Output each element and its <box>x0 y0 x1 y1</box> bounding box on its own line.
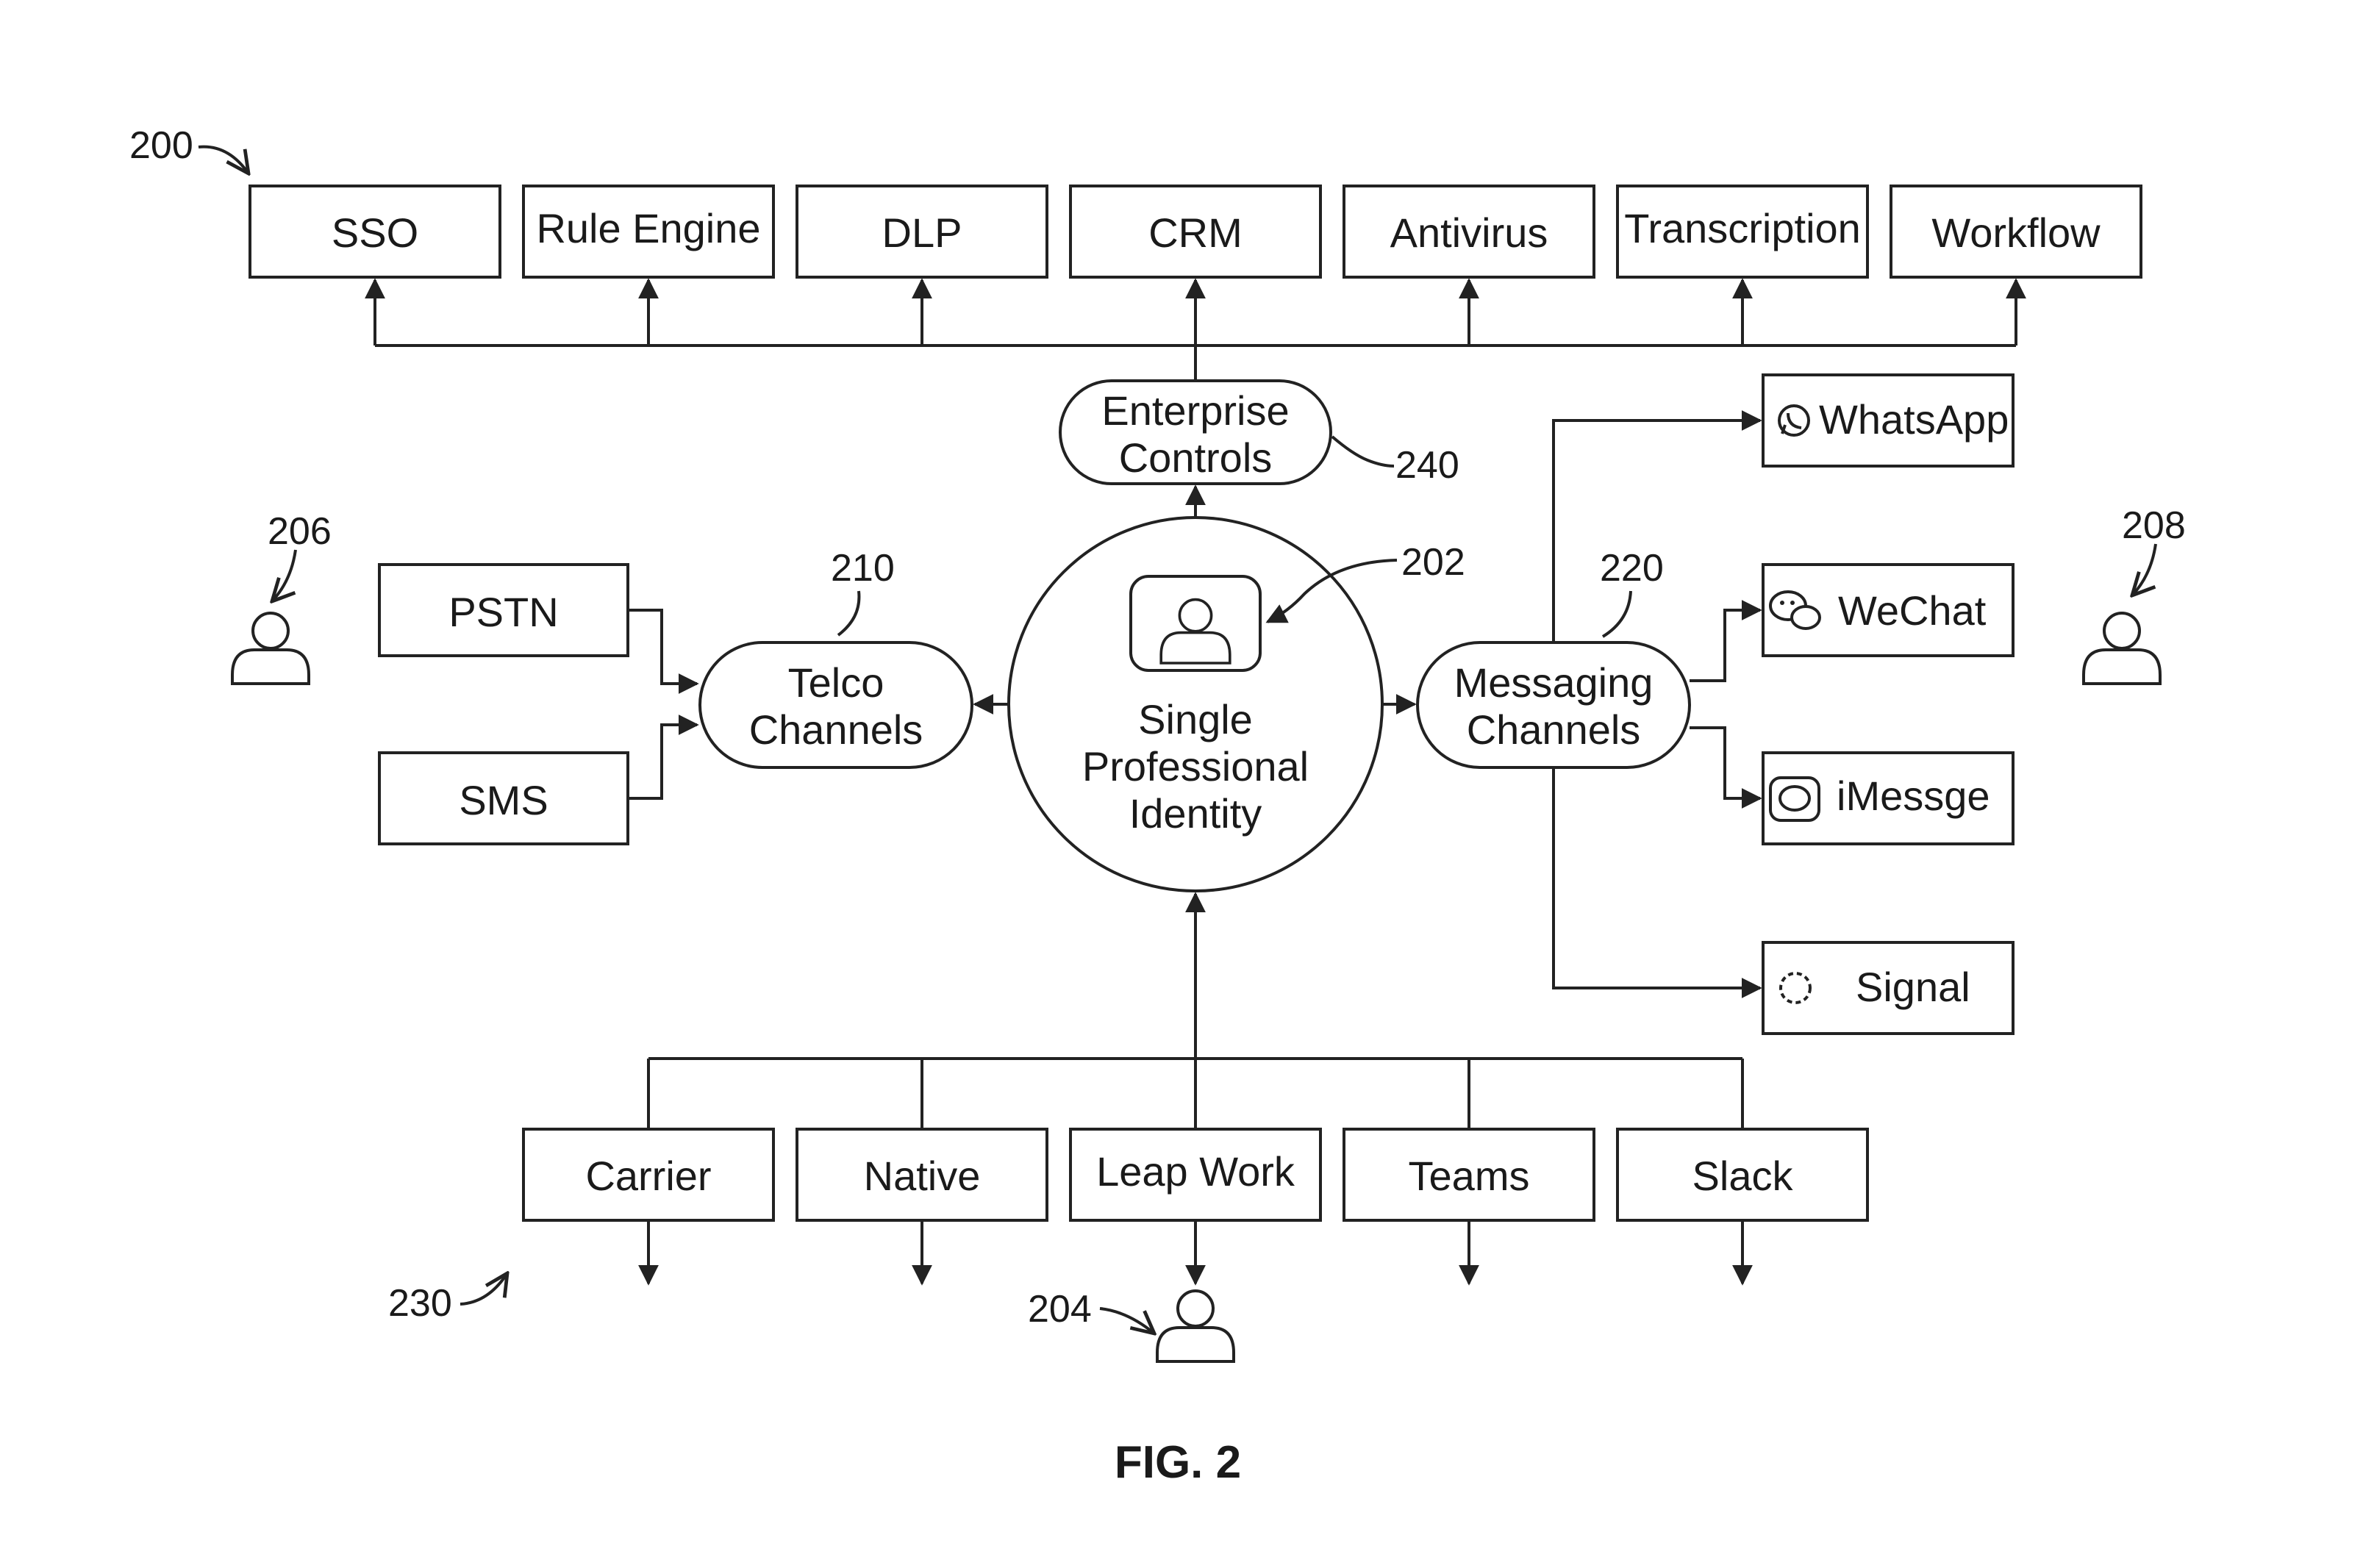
enterprise-tools-row: SSO Rule Engine DLP CRM Antivirus Transc… <box>249 185 2142 279</box>
svg-text:Single: Single <box>1138 696 1253 742</box>
app-box-wechat[interactable]: WeChat <box>1762 563 2015 657</box>
enterprise-bus <box>365 278 2026 381</box>
figure-caption: FIG. 2 <box>1115 1437 1241 1488</box>
user-206-icon <box>231 612 310 685</box>
svg-text:WhatsApp: WhatsApp <box>1819 396 2009 443</box>
app-box-whatsapp[interactable]: WhatsApp <box>1762 373 2015 468</box>
svg-text:Telco: Telco <box>788 659 884 706</box>
single-professional-identity-node[interactable]: Single Professional Identity <box>1007 516 1384 892</box>
platform-box-slack[interactable]: Slack <box>1616 1128 1869 1222</box>
user-208-icon <box>2082 612 2162 685</box>
svg-text:WeChat: WeChat <box>1838 587 1987 634</box>
user-204-icon <box>1156 1289 1235 1363</box>
ref-240: 240 <box>1395 444 1459 487</box>
whatsapp-icon <box>1778 404 1810 437</box>
tool-box-dlp[interactable]: DLP <box>796 185 1048 279</box>
platform-down-arrows <box>638 1222 1753 1286</box>
svg-text:Leap Work: Leap Work <box>1096 1148 1295 1195</box>
telco-channels-node[interactable]: Telco Channels <box>698 641 973 769</box>
svg-text:Signal: Signal <box>1856 964 1970 1010</box>
svg-text:Antivirus: Antivirus <box>1390 210 1548 256</box>
svg-text:SMS: SMS <box>459 777 548 823</box>
imessage-icon <box>1769 776 1820 822</box>
platform-box-leap-work[interactable]: Leap Work <box>1069 1128 1322 1222</box>
svg-text:Professional: Professional <box>1082 743 1309 790</box>
svg-text:Channels: Channels <box>749 706 923 753</box>
input-box-sms[interactable]: SMS <box>378 751 629 845</box>
signal-icon <box>1779 972 1812 1004</box>
tool-box-antivirus[interactable]: Antivirus <box>1343 185 1595 279</box>
platform-box-native[interactable]: Native <box>796 1128 1048 1222</box>
svg-text:Transcription: Transcription <box>1624 205 1861 251</box>
ref-230: 230 <box>388 1282 452 1325</box>
ref-204: 204 <box>1028 1288 1092 1331</box>
svg-text:Native: Native <box>864 1153 981 1199</box>
app-box-imessage[interactable]: iMessge <box>1762 751 2015 845</box>
tool-box-transcription[interactable]: Transcription <box>1616 185 1869 279</box>
svg-text:PSTN: PSTN <box>448 589 558 635</box>
ref-208: 208 <box>2122 504 2186 547</box>
svg-text:CRM: CRM <box>1148 210 1243 256</box>
svg-text:Channels: Channels <box>1467 706 1641 753</box>
ref-220: 220 <box>1600 547 1664 590</box>
svg-text:Identity: Identity <box>1129 790 1262 837</box>
svg-text:iMessge: iMessge <box>1837 773 1990 819</box>
messaging-channels-node[interactable]: Messaging Channels <box>1416 641 1691 769</box>
enterprise-controls-node[interactable]: Enterprise Controls <box>1059 379 1332 485</box>
wechat-icon <box>1769 590 1821 630</box>
platform-bus <box>647 892 1744 1129</box>
svg-text:SSO: SSO <box>332 210 418 256</box>
tool-box-sso[interactable]: SSO <box>249 185 501 279</box>
ref-210: 210 <box>831 547 895 590</box>
svg-text:Controls: Controls <box>1119 434 1273 481</box>
input-box-pstn[interactable]: PSTN <box>378 563 629 657</box>
tool-box-rule-engine[interactable]: Rule Engine <box>522 185 775 279</box>
figure-ref-200: 200 <box>129 124 193 167</box>
svg-text:Carrier: Carrier <box>585 1153 711 1199</box>
app-box-signal[interactable]: Signal <box>1762 941 2015 1035</box>
svg-text:Messaging: Messaging <box>1454 659 1654 706</box>
ref-206: 206 <box>268 510 332 553</box>
ref-202: 202 <box>1401 541 1465 584</box>
svg-text:DLP: DLP <box>882 210 962 256</box>
tool-box-workflow[interactable]: Workflow <box>1890 185 2142 279</box>
svg-text:Rule Engine: Rule Engine <box>536 205 760 251</box>
svg-text:Teams: Teams <box>1409 1153 1530 1199</box>
platform-box-teams[interactable]: Teams <box>1343 1128 1595 1222</box>
svg-text:Enterprise: Enterprise <box>1101 387 1289 434</box>
tool-box-crm[interactable]: CRM <box>1069 185 1322 279</box>
svg-text:Workflow: Workflow <box>1931 210 2101 256</box>
platform-box-carrier[interactable]: Carrier <box>522 1128 775 1222</box>
svg-text:Slack: Slack <box>1692 1153 1794 1199</box>
